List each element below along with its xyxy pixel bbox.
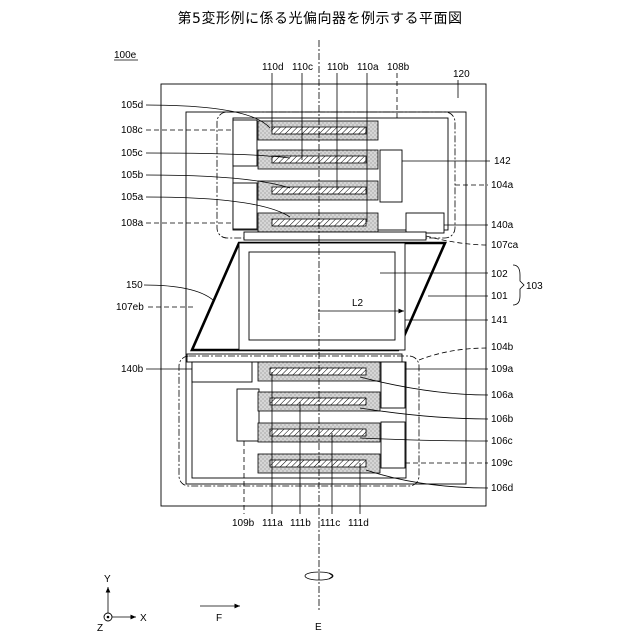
connector-107ca (244, 232, 426, 240)
label-111a: 111a (262, 518, 283, 529)
leader-150 (144, 285, 213, 300)
mirror-102 (249, 252, 395, 340)
label-axis-y: Y (104, 574, 111, 585)
brace-103 (513, 265, 524, 305)
label-108a: 108a (121, 218, 144, 229)
label-106d: 106d (491, 483, 513, 494)
connector-107eb (187, 354, 402, 362)
label-104b: 104b (491, 342, 514, 353)
label-111c: 111c (320, 518, 340, 529)
label-111b: 111b (290, 518, 311, 529)
label-108c: 108c (121, 125, 143, 136)
block-left-1 (233, 120, 257, 166)
electrode-111a (270, 368, 366, 375)
label-108b: 108b (387, 62, 410, 73)
label-110a: 110a (357, 62, 379, 73)
electrode-111c (270, 429, 366, 436)
label-140b: 140b (121, 364, 144, 375)
label-106c: 106c (491, 436, 513, 447)
label-102: 102 (491, 269, 508, 280)
label-142: 142 (494, 156, 511, 167)
label-axis-x: X (140, 613, 147, 624)
label-104a: 104a (491, 180, 514, 191)
label-109c: 109c (491, 458, 513, 469)
label-103: 103 (526, 281, 543, 292)
label-120: 120 (453, 69, 470, 80)
label-105d: 105d (121, 100, 143, 111)
label-107ca: 107ca (491, 240, 519, 251)
label-110c: 110c (292, 62, 313, 73)
label-109b: 109b (232, 518, 255, 529)
label-105c: 105c (121, 148, 143, 159)
electrode-111d (270, 460, 366, 467)
block-140a (406, 213, 444, 233)
label-axis-z: Z (97, 623, 103, 634)
block-left-2 (233, 183, 257, 229)
axis-z-dot (107, 616, 110, 619)
leader-104b (419, 348, 488, 360)
label-100e: 100e (114, 50, 137, 61)
label-107eb: 107eb (116, 302, 144, 313)
label-axis-f: F (216, 613, 222, 624)
label-110d: 110d (262, 62, 284, 73)
electrode-111b (270, 398, 366, 405)
block-140b (192, 362, 252, 382)
label-141: 141 (491, 315, 508, 326)
label-101: 101 (491, 291, 508, 302)
label-150: 150 (126, 280, 143, 291)
label-111d: 111d (348, 518, 369, 529)
label-L2: L2 (352, 298, 364, 309)
label-140a: 140a (491, 220, 514, 231)
label-105a: 105a (121, 192, 144, 203)
block-right-2 (381, 422, 405, 468)
label-110b: 110b (327, 62, 349, 73)
label-106a: 106a (491, 390, 514, 401)
label-106b: 106b (491, 414, 514, 425)
label-109a: 109a (491, 364, 514, 375)
block-109b (237, 389, 259, 441)
block-142 (380, 150, 402, 202)
label-axis-e: E (315, 622, 322, 633)
label-105b: 105b (121, 170, 144, 181)
